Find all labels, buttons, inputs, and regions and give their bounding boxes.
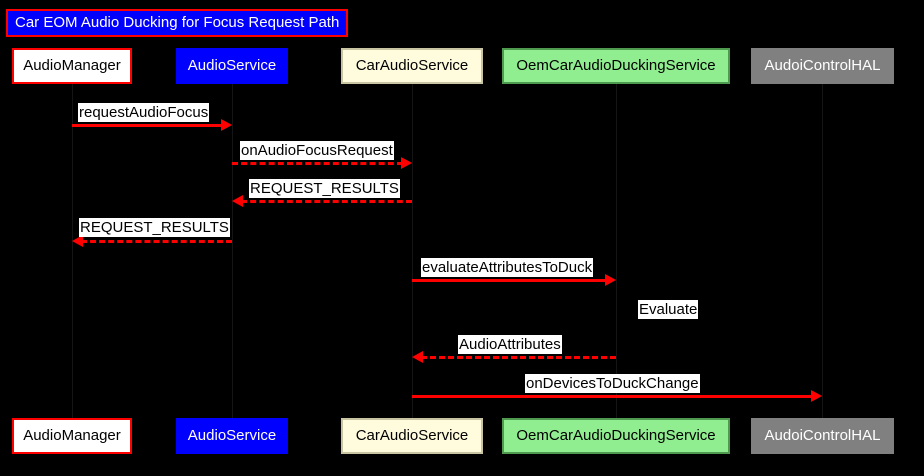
participant-label: CarAudioService xyxy=(355,57,469,74)
message-line-evaluate-attributes-to-duck xyxy=(412,279,607,282)
participant-label: AudoiControlHAL xyxy=(764,57,881,74)
message-line-on-audio-focus-request xyxy=(232,162,403,165)
participant-audio-manager-bottom[interactable]: AudioManager xyxy=(12,418,132,454)
message-label-request-results-audio-to-manager: REQUEST_RESULTS xyxy=(79,218,230,237)
message-label-audio-attributes: AudioAttributes xyxy=(458,335,562,354)
participant-label: AudioService xyxy=(187,57,277,74)
message-arrowhead-evaluate-attributes-to-duck xyxy=(605,274,616,286)
message-arrowhead-on-devices-to-duck-change xyxy=(811,390,822,402)
participant-audio-service-top[interactable]: AudioService xyxy=(176,48,288,84)
message-label-on-devices-to-duck-change: onDevicesToDuckChange xyxy=(525,374,700,393)
participant-label: CarAudioService xyxy=(355,427,469,444)
message-line-request-results-car-to-audio xyxy=(241,200,412,203)
lifeline-audio-manager xyxy=(72,84,73,418)
message-line-request-audio-focus xyxy=(72,124,223,127)
message-line-request-results-audio-to-manager xyxy=(81,240,232,243)
lifeline-audio-control-hal xyxy=(822,84,823,418)
diagram-title: Car EOM Audio Ducking for Focus Request … xyxy=(6,9,349,37)
message-line-audio-attributes xyxy=(421,356,616,359)
message-label-evaluate-attributes-to-duck: evaluateAttributesToDuck xyxy=(421,258,594,277)
participant-label: AudioService xyxy=(187,427,277,444)
note-evaluate-note: Evaluate xyxy=(638,300,699,319)
message-arrowhead-on-audio-focus-request xyxy=(401,157,412,169)
message-arrowhead-request-results-audio-to-manager xyxy=(72,235,83,247)
participant-label: AudioManager xyxy=(23,57,121,74)
participant-label: OemCarAudioDuckingService xyxy=(516,57,716,74)
message-arrowhead-request-results-car-to-audio xyxy=(232,195,243,207)
participant-audio-control-hal-bottom[interactable]: AudoiControlHAL xyxy=(751,418,894,454)
participant-label: OemCarAudioDuckingService xyxy=(516,427,716,444)
participant-audio-service-bottom[interactable]: AudioService xyxy=(176,418,288,454)
participant-car-audio-service-top[interactable]: CarAudioService xyxy=(341,48,483,84)
message-arrowhead-request-audio-focus xyxy=(221,119,232,131)
message-arrowhead-audio-attributes xyxy=(412,351,423,363)
message-label-request-audio-focus: requestAudioFocus xyxy=(78,103,210,122)
participant-car-audio-service-bottom[interactable]: CarAudioService xyxy=(341,418,483,454)
participant-oem-car-audio-ducking-service-top[interactable]: OemCarAudioDuckingService xyxy=(502,48,730,84)
lifeline-oem-car-audio-ducking-service xyxy=(616,84,617,418)
message-label-request-results-car-to-audio: REQUEST_RESULTS xyxy=(249,179,400,198)
participant-label: AudioManager xyxy=(23,427,121,444)
participant-oem-car-audio-ducking-service-bottom[interactable]: OemCarAudioDuckingService xyxy=(502,418,730,454)
participant-audio-manager-top[interactable]: AudioManager xyxy=(12,48,132,84)
message-label-on-audio-focus-request: onAudioFocusRequest xyxy=(240,141,394,160)
participant-label: AudoiControlHAL xyxy=(764,427,881,444)
participant-audio-control-hal-top[interactable]: AudoiControlHAL xyxy=(751,48,894,84)
lifeline-audio-service xyxy=(232,84,233,418)
lifeline-car-audio-service xyxy=(412,84,413,418)
message-line-on-devices-to-duck-change xyxy=(412,395,813,398)
